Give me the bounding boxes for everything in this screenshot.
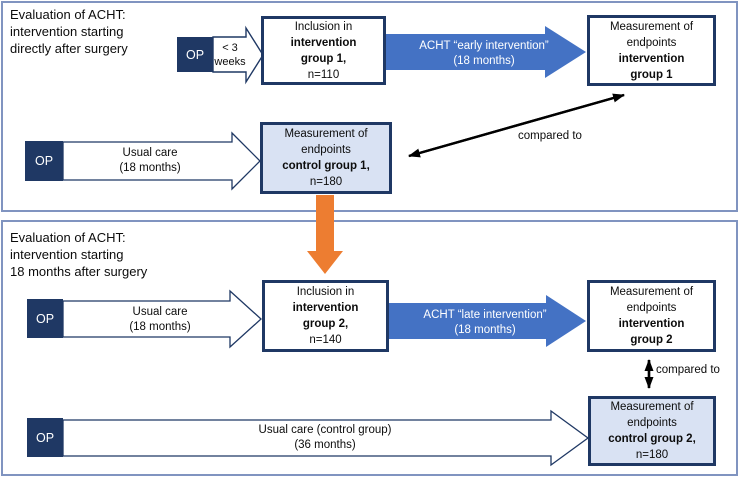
op-label: OP bbox=[35, 311, 55, 326]
box-line: group 1 bbox=[630, 68, 673, 81]
usual-care-control-label: Usual care (control group) (36 months) bbox=[258, 424, 392, 451]
op-box-usual-care-2: OP bbox=[27, 299, 63, 338]
box-line: endpoints bbox=[627, 417, 677, 429]
box-line: endpoints bbox=[626, 36, 677, 49]
box-line: Measurement of bbox=[609, 20, 694, 33]
acht-early-intervention-arrow-shape bbox=[386, 26, 586, 78]
op-box-usual-care-1: OP bbox=[25, 141, 63, 181]
box-line: group 2 bbox=[630, 334, 673, 346]
box-line: group 2, bbox=[302, 318, 349, 330]
control-to-inclusion-orange-arrow bbox=[307, 195, 343, 274]
box-line: Inclusion in bbox=[294, 20, 353, 33]
box-line: endpoints bbox=[301, 144, 351, 156]
inclusion-group-1-box: Inclusion in intervention group 1, n=110 bbox=[261, 16, 386, 85]
box-line: Inclusion in bbox=[296, 286, 355, 298]
panel-late-intervention bbox=[1, 220, 738, 476]
box-line: n=110 bbox=[307, 68, 340, 81]
op-label: OP bbox=[34, 154, 54, 168]
box-line: n=180 bbox=[309, 176, 343, 188]
panel-1-title: Evaluation of ACHT: intervention startin… bbox=[10, 7, 128, 56]
op-label: OP bbox=[35, 430, 55, 445]
compared-to-arrow-1-reverse bbox=[408, 93, 625, 158]
usual-care-arrow-2-shape bbox=[62, 289, 262, 349]
box-line: Measurement of bbox=[609, 286, 694, 298]
box-line: intervention bbox=[618, 52, 685, 65]
op-box-usual-care-control: OP bbox=[27, 418, 63, 457]
panel-early-intervention bbox=[1, 1, 738, 212]
usual-care-1-label: Usual care (18 months) bbox=[119, 147, 181, 174]
op-box-surgery-1: OP bbox=[177, 37, 213, 72]
box-line: control group 1, bbox=[282, 160, 370, 172]
usual-care-control-arrow-shape bbox=[62, 409, 590, 467]
op-label: OP bbox=[185, 47, 205, 62]
box-line: intervention bbox=[292, 302, 359, 314]
lt3-weeks-label: < 3 weeks bbox=[214, 42, 246, 68]
usual-care-arrow-1-shape bbox=[62, 131, 261, 191]
box-line: intervention bbox=[290, 36, 357, 49]
lt3-weeks-arrow-shape bbox=[212, 25, 264, 85]
box-line: Measurement of bbox=[284, 128, 368, 140]
box-line: intervention bbox=[618, 318, 685, 330]
measurement-control-group-1-box: Measurement of endpoints control group 1… bbox=[260, 122, 392, 194]
box-line: group 1, bbox=[300, 52, 347, 65]
acht-late-intervention-label: ACHT “late intervention” (18 months) bbox=[423, 309, 547, 336]
box-line: Measurement of bbox=[610, 401, 694, 413]
box-line: n=140 bbox=[309, 334, 342, 346]
box-line: n=180 bbox=[635, 449, 669, 461]
box-line: endpoints bbox=[626, 302, 677, 314]
inclusion-group-2-box: Inclusion in intervention group 2, n=140 bbox=[262, 280, 389, 352]
measurement-control-group-2-box: Measurement of endpoints control group 2… bbox=[588, 396, 716, 466]
box-line: control group 2, bbox=[608, 433, 696, 445]
compared-to-label-1: compared to bbox=[518, 130, 582, 142]
usual-care-2-label: Usual care (18 months) bbox=[129, 306, 191, 333]
compared-to-label-2: compared to bbox=[656, 364, 720, 376]
acht-early-intervention-label: ACHT “early intervention” (18 months) bbox=[419, 40, 549, 67]
panel-2-title: Evaluation of ACHT: intervention startin… bbox=[10, 230, 148, 279]
measurement-intervention-group-2-box: Measurement of endpoints intervention gr… bbox=[587, 280, 716, 352]
measurement-intervention-group-1-box: Measurement of endpoints intervention gr… bbox=[587, 15, 716, 86]
acht-late-intervention-arrow-shape bbox=[389, 295, 586, 347]
